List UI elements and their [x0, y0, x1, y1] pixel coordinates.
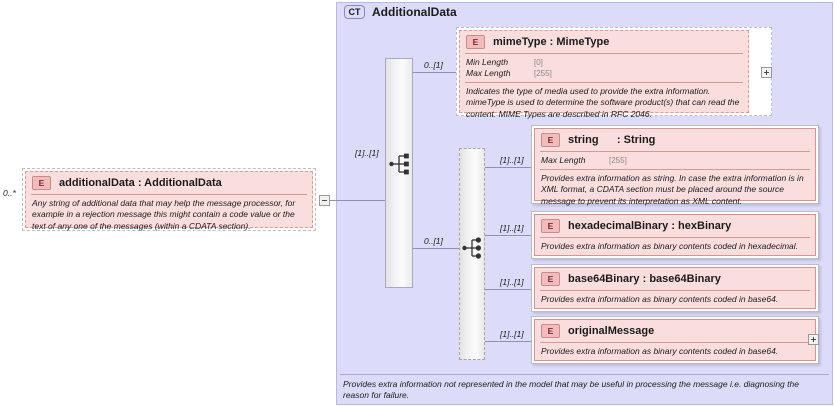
string-title: E string : String — [535, 129, 815, 151]
divider — [540, 237, 810, 238]
originalmessage-expand-button[interactable] — [808, 334, 819, 345]
complex-type-footer-divider — [340, 374, 829, 375]
divider — [540, 290, 810, 291]
mimetype-expand-button[interactable] — [761, 67, 772, 78]
root-element-name: additionalData : AdditionalData — [59, 177, 222, 189]
element-badge-icon: E — [32, 176, 51, 190]
mimetype-title: E mimeType : MimeType — [460, 31, 748, 53]
hexadecimalbinary-title: E hexadecimalBinary : hexBinary — [535, 215, 815, 237]
facet-row: Max Length [255] — [541, 155, 809, 165]
complex-type-name: AdditionalData — [372, 5, 457, 19]
root-cardinality: 0..* — [3, 188, 16, 198]
mimetype-element-box[interactable]: E mimeType : MimeType Min Length [0] Max… — [459, 30, 749, 119]
root-element-box[interactable]: E additionalData : AdditionalData Any st… — [25, 171, 313, 231]
divider — [31, 194, 307, 195]
mimetype-doc: Indicates the type of media used to prov… — [466, 86, 740, 119]
connector-root-to-sequence — [330, 200, 388, 201]
facet-value: [255] — [609, 156, 627, 165]
sequence-cardinality: [1]..[1] — [355, 148, 379, 158]
root-element-doc: Any string of additional data that may h… — [32, 198, 296, 231]
divider — [540, 342, 810, 343]
element-badge-icon: E — [541, 133, 560, 147]
base64binary-element-box[interactable]: E base64Binary : base64Binary Provides e… — [534, 267, 816, 309]
connector-sequence-to-choice — [413, 248, 461, 249]
root-element-outer: E additionalData : AdditionalData Any st… — [22, 168, 316, 231]
connector-choice-to-originalmessage — [485, 341, 532, 342]
hexadecimalbinary-cardinality: [1]..[1] — [500, 223, 524, 233]
base64binary-name: base64Binary : base64Binary — [568, 273, 721, 285]
string-facets: Max Length [255] — [535, 152, 815, 169]
hexadecimalbinary-doc: Provides extra information as binary con… — [541, 241, 799, 251]
facet-row: Min Length [0] — [466, 57, 742, 67]
mimetype-facets: Min Length [0] Max Length [255] — [460, 54, 748, 82]
originalmessage-cardinality: [1]..[1] — [500, 329, 524, 339]
divider — [540, 151, 810, 152]
element-badge-icon: E — [541, 272, 560, 286]
base64binary-doc: Provides extra information as binary con… — [541, 294, 779, 304]
element-badge-icon: E — [541, 219, 560, 233]
complex-type-footer-doc: Provides extra information not represent… — [343, 379, 799, 401]
divider — [540, 169, 810, 170]
mimetype-name: mimeType : MimeType — [493, 36, 610, 48]
element-badge-icon: E — [466, 35, 485, 49]
originalmessage-title: E originalMessage — [535, 320, 815, 342]
connector-choice-to-base64binary — [485, 289, 532, 290]
string-element-outer: E string : String Max Length [255] Provi… — [531, 125, 819, 206]
facet-label: Min Length — [466, 57, 509, 67]
facet-label: Max Length — [466, 68, 511, 78]
connector-choice-to-hexadecimalbinary — [485, 235, 532, 236]
string-name: string : String — [568, 134, 656, 146]
string-element-box[interactable]: E string : String Max Length [255] Provi… — [534, 128, 816, 206]
facet-row: Max Length [255] — [466, 68, 742, 78]
hexadecimalbinary-element-box[interactable]: E hexadecimalBinary : hexBinary Provides… — [534, 214, 816, 256]
base64binary-element-outer: E base64Binary : base64Binary Provides e… — [531, 264, 819, 312]
complex-type-header: CT AdditionalData — [344, 5, 457, 19]
hexadecimalbinary-element-outer: E hexadecimalBinary : hexBinary Provides… — [531, 211, 819, 259]
facet-label: Max Length — [541, 155, 586, 165]
element-badge-icon: E — [541, 324, 560, 338]
originalmessage-element-box[interactable]: E originalMessage Provides extra informa… — [534, 319, 816, 361]
sequence-icon — [389, 153, 409, 175]
root-element-title: E additionalData : AdditionalData — [26, 172, 312, 194]
complex-type-badge: CT — [344, 5, 365, 19]
string-cardinality: [1]..[1] — [500, 155, 524, 165]
originalmessage-name: originalMessage — [568, 325, 655, 337]
facet-value: [0] — [534, 58, 543, 67]
mimetype-cardinality: 0..[1] — [424, 60, 443, 70]
connector-sequence-to-mimetype — [413, 72, 456, 73]
base64binary-title: E base64Binary : base64Binary — [535, 268, 815, 290]
hexadecimalbinary-name: hexadecimalBinary : hexBinary — [568, 220, 732, 232]
divider — [465, 82, 743, 83]
string-doc: Provides extra information as string. In… — [541, 173, 804, 206]
root-collapse-button[interactable] — [319, 195, 330, 206]
divider — [465, 53, 743, 54]
originalmessage-doc: Provides extra information as binary con… — [541, 346, 779, 356]
mimetype-element-outer: E mimeType : MimeType Min Length [0] Max… — [456, 27, 772, 119]
choice-icon — [462, 237, 481, 259]
base64binary-cardinality: [1]..[1] — [500, 277, 524, 287]
originalmessage-element-outer: E originalMessage Provides extra informa… — [531, 316, 819, 364]
choice-cardinality: 0..[1] — [424, 236, 443, 246]
connector-choice-to-string — [485, 167, 532, 168]
facet-value: [255] — [534, 69, 552, 78]
